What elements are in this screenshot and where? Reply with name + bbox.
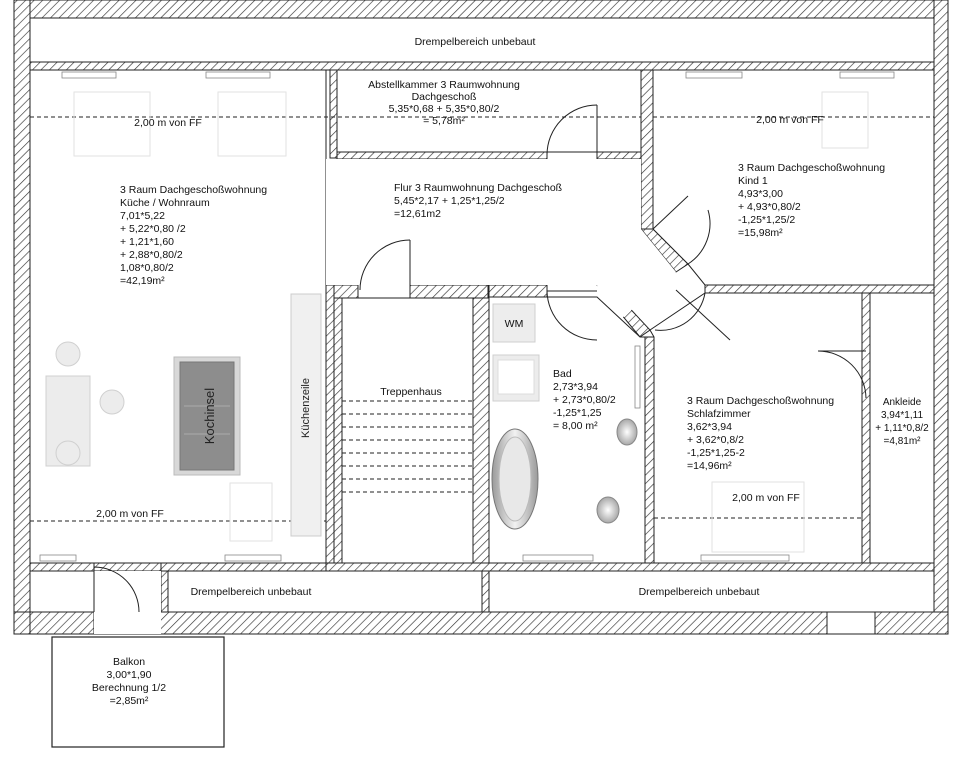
balkon-outline [51,636,225,748]
svg-text:+ 2,73*0,80/2: + 2,73*0,80/2 [553,394,616,406]
svg-text:=15,98m²: =15,98m² [738,227,783,239]
svg-text:= 5,78m²: = 5,78m² [423,115,465,127]
svg-text:Kind 1: Kind 1 [738,175,768,187]
svg-text:=4,81m²: =4,81m² [884,436,922,447]
svg-text:Abstellkammer 3 Raumwohnung: Abstellkammer 3 Raumwohnung [368,79,520,91]
drempel-bottom-right-label: Drempelbereich unbebaut [639,586,760,598]
svg-text:5,35*0,68 + 5,35*0,80/2: 5,35*0,68 + 5,35*0,80/2 [389,103,500,115]
dining-set [45,341,125,467]
svg-text:3 Raum Dachgeschoßwohnung: 3 Raum Dachgeschoßwohnung [687,395,834,407]
schlafzimmer-label: 3 Raum Dachgeschoßwohnung Schlafzimmer 3… [687,395,834,472]
doors [93,104,867,613]
svg-text:+ 3,62*0,8/2: + 3,62*0,8/2 [687,434,744,446]
height-mark-kueche-bottom: 2,00 m von FF [96,508,164,520]
height-lines [30,116,934,522]
svg-text:=12,61m2: =12,61m2 [394,208,441,220]
height-mark-kind-top: 2,00 m von FF [756,114,824,126]
svg-text:-1,25*1,25-2: -1,25*1,25-2 [687,447,745,459]
bad-label: Bad 2,73*3,94 + 2,73*0,80/2 -1,25*1,25 =… [553,368,616,432]
svg-text:=2,85m²: =2,85m² [110,695,149,707]
svg-text:=14,96m²: =14,96m² [687,460,732,472]
abstellkammer-label: Abstellkammer 3 Raumwohnung Dachgeschoß … [368,79,520,127]
height-mark-schlaf-bottom: 2,00 m von FF [732,492,800,504]
wm-label: WM [505,318,524,330]
balkon-label: Balkon 3,00*1,90 Berechnung 1/2 =2,85m² [92,656,166,707]
kueche-label: 3 Raum Dachgeschoßwohnung Küche / Wohnra… [120,184,267,287]
svg-text:3 Raum Dachgeschoßwohnung: 3 Raum Dachgeschoßwohnung [120,184,267,196]
svg-text:=42,19m²: =42,19m² [120,275,165,287]
svg-text:3,00*1,90: 3,00*1,90 [107,669,152,681]
svg-text:+ 5,22*0,80 /2: + 5,22*0,80 /2 [120,223,186,235]
svg-text:1,08*0,80/2: 1,08*0,80/2 [120,262,174,274]
svg-text:Ankleide: Ankleide [883,397,922,408]
drempel-top-label: Drempelbereich unbebaut [415,36,536,48]
height-mark-kueche-top: 2,00 m von FF [134,117,202,129]
svg-text:-1,25*1,25: -1,25*1,25 [553,407,602,419]
faint-furniture [73,91,869,553]
svg-text:+ 1,11*0,8/2: + 1,11*0,8/2 [875,423,929,434]
svg-text:4,93*3,00: 4,93*3,00 [738,188,783,200]
svg-text:Schlafzimmer: Schlafzimmer [687,408,751,420]
svg-text:+ 2,88*0,80/2: + 2,88*0,80/2 [120,249,183,261]
svg-text:Bad: Bad [553,368,572,380]
kochinsel-label: Kochinsel [202,388,217,444]
svg-text:2,73*3,94: 2,73*3,94 [553,381,598,393]
svg-text:Berechnung 1/2: Berechnung 1/2 [92,682,166,694]
radiators [39,71,895,562]
svg-text:Balkon: Balkon [113,656,145,668]
kind-label: 3 Raum Dachgeschoßwohnung Kind 1 4,93*3,… [738,162,885,239]
svg-text:= 8,00 m²: = 8,00 m² [553,420,598,432]
bath-fixtures [491,303,638,530]
stairs [342,400,473,493]
svg-text:3,94*1,11: 3,94*1,11 [881,410,924,421]
flur-label: Flur 3 Raumwohnung Dachgeschoß 5,45*2,17… [394,182,562,220]
svg-text:Küche / Wohnraum: Küche / Wohnraum [120,197,210,209]
kitchen-furniture [173,293,322,537]
ankleide-label: Ankleide 3,94*1,11 + 1,11*0,8/2 =4,81m² [875,397,929,447]
kuechenzeile-label: Küchenzeile [300,378,312,438]
svg-text:5,45*2,17 + 1,25*1,25/2: 5,45*2,17 + 1,25*1,25/2 [394,195,505,207]
svg-text:3,62*3,94: 3,62*3,94 [687,421,732,433]
svg-text:3 Raum Dachgeschoßwohnung: 3 Raum Dachgeschoßwohnung [738,162,885,174]
svg-text:-1,25*1,25/2: -1,25*1,25/2 [738,214,795,226]
svg-text:Flur 3 Raumwohnung Dachgeschoß: Flur 3 Raumwohnung Dachgeschoß [394,182,562,194]
svg-text:Dachgeschoß: Dachgeschoß [412,91,477,103]
svg-text:+ 1,21*1,60: + 1,21*1,60 [120,236,174,248]
svg-text:7,01*5,22: 7,01*5,22 [120,210,165,222]
drempel-bottom-left-label: Drempelbereich unbebaut [191,586,312,598]
svg-text:+ 4,93*0,80/2: + 4,93*0,80/2 [738,201,801,213]
treppenhaus-label: Treppenhaus [380,386,442,398]
